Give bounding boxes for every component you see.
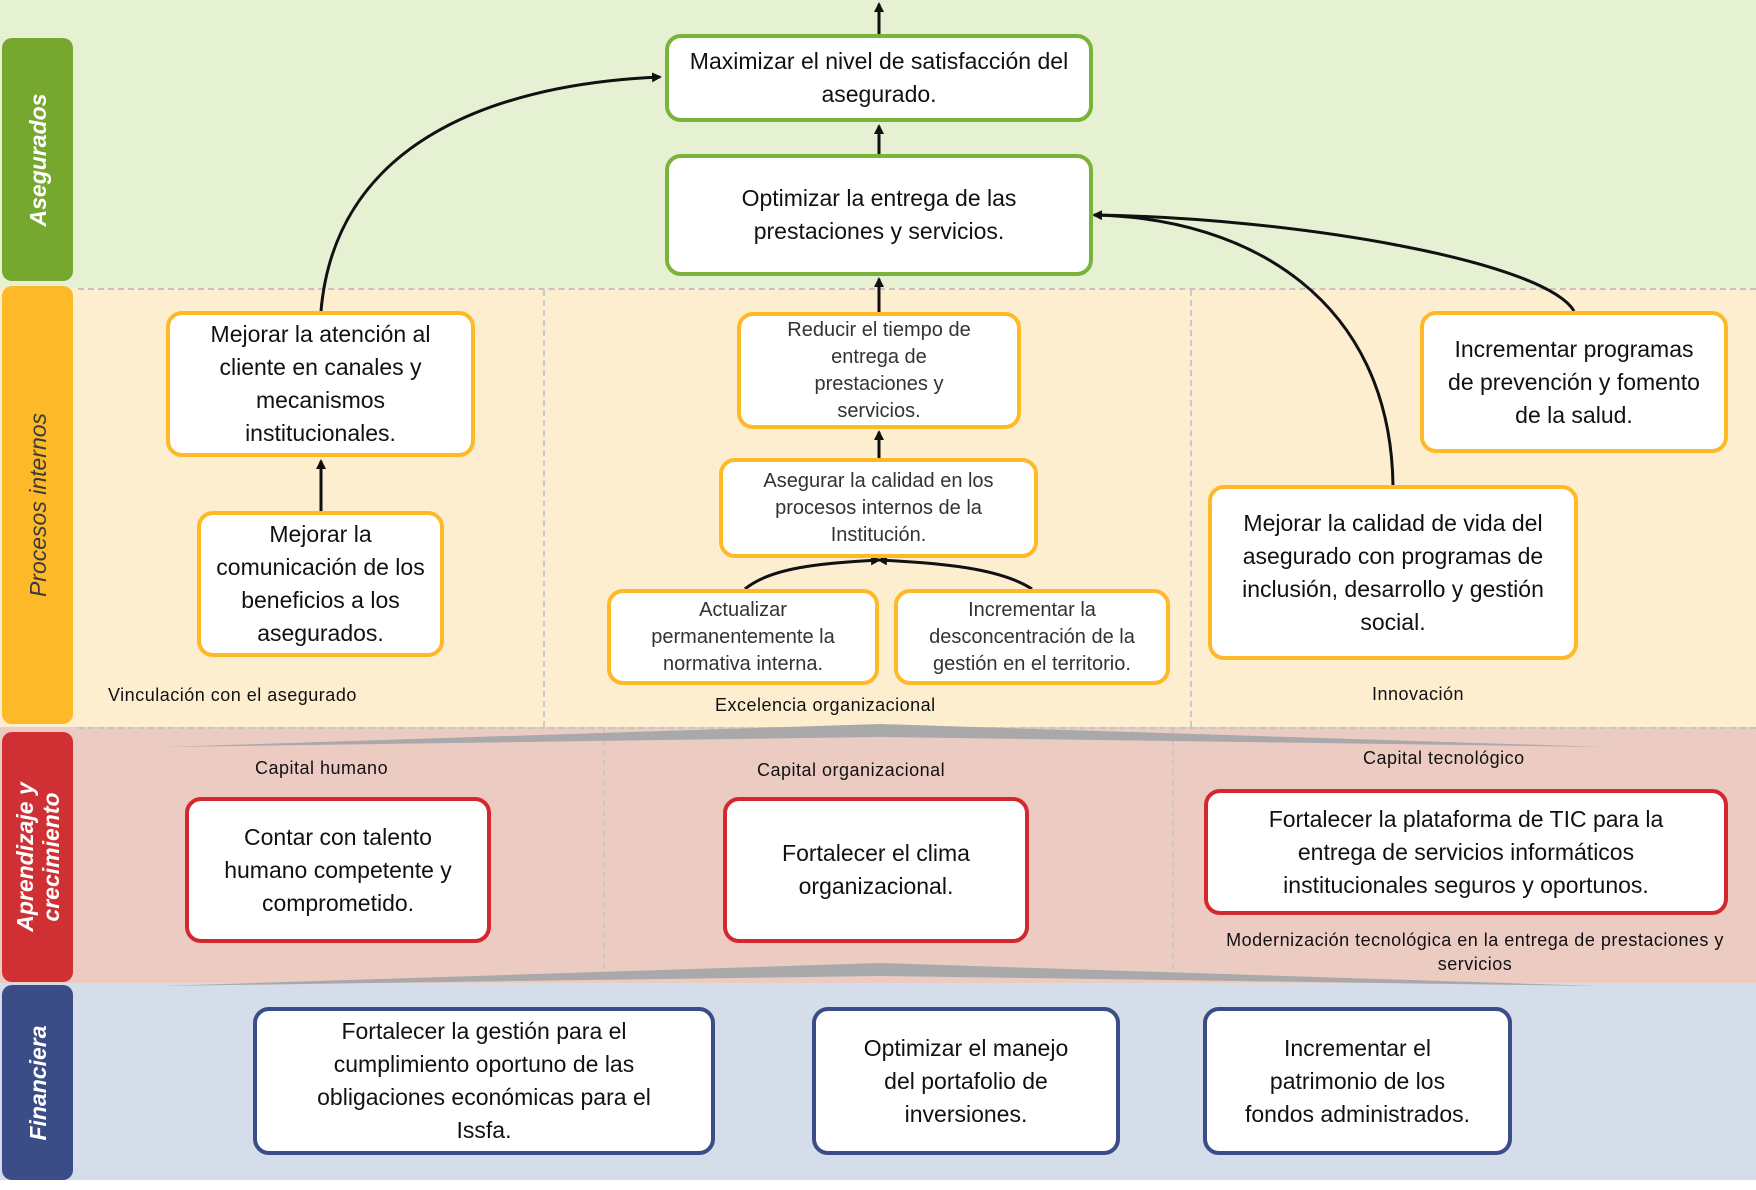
- theme-vinculacion: Vinculación con el asegurado: [108, 685, 357, 705]
- separator-line: [78, 288, 1756, 290]
- chevron-divider: [160, 963, 1598, 986]
- objective-incrementar-desconcentracion: Incrementar la desconcentración de la ge…: [894, 589, 1170, 685]
- objective-actualizar-normativa: Actualizar permanentemente la normativa …: [607, 589, 879, 685]
- curved-arrow: [877, 555, 1033, 591]
- perspective-label-asegurados: Asegurados: [2, 38, 73, 281]
- perspective-label-financiera: Financiera: [2, 985, 73, 1180]
- objective-optimizar-portafolio: Optimizar el manejo del portafolio de in…: [812, 1007, 1120, 1155]
- perspective-label-procesos: Procesos internos: [2, 286, 73, 724]
- theme-modernizacion: Modernización tecnológica en la entrega …: [1226, 930, 1724, 974]
- chevron-divider: [165, 724, 1605, 747]
- objective-mejorar-comunicacion: Mejorar la comunicación de los beneficio…: [197, 511, 444, 657]
- objective-maximizar-satisfaccion: Maximizar el nivel de satisfacción del a…: [665, 34, 1093, 122]
- objective-asegurar-calidad: Asegurar la calidad en los procesos inte…: [719, 458, 1038, 558]
- column-divider: [603, 729, 605, 969]
- perspective-label-aprendizaje: Aprendizaje y crecimiento: [2, 732, 73, 982]
- objective-optimizar-entrega: Optimizar la entrega de las prestaciones…: [665, 154, 1093, 276]
- theme-capital-humano: Capital humano: [255, 758, 389, 778]
- curved-arrow: [1092, 210, 1395, 486]
- objective-reducir-tiempo: Reducir el tiempo de entrega de prestaci…: [737, 312, 1021, 429]
- curved-arrow: [319, 72, 662, 312]
- column-divider: [543, 290, 545, 727]
- curved-arrow: [1093, 213, 1576, 312]
- objective-incrementar-patrimonio: Incrementar el patrimonio de los fondos …: [1203, 1007, 1512, 1155]
- objective-clima-organizacional: Fortalecer el clima organizacional.: [723, 797, 1029, 943]
- objective-talento-humano: Contar con talento humano competente y c…: [185, 797, 491, 943]
- objective-mejorar-calidad-vida: Mejorar la calidad de vida del asegurado…: [1208, 485, 1578, 660]
- column-divider: [1172, 729, 1174, 969]
- theme-capital-tecnologico: Capital tecnológico: [1363, 748, 1525, 768]
- column-divider: [1190, 290, 1192, 727]
- objective-plataforma-tic: Fortalecer la plataforma de TIC para la …: [1204, 789, 1728, 915]
- objective-mejorar-atencion: Mejorar la atención al cliente en canale…: [166, 311, 475, 457]
- objective-fortalecer-gestion: Fortalecer la gestión para el cumplimien…: [253, 1007, 715, 1155]
- objective-incrementar-programas: Incrementar programas de prevención y fo…: [1420, 311, 1728, 453]
- theme-innovacion: Innovación: [1372, 684, 1465, 704]
- theme-capital-organizacional: Capital organizacional: [757, 760, 946, 780]
- theme-excelencia: Excelencia organizacional: [715, 695, 936, 715]
- curved-arrow: [744, 555, 881, 591]
